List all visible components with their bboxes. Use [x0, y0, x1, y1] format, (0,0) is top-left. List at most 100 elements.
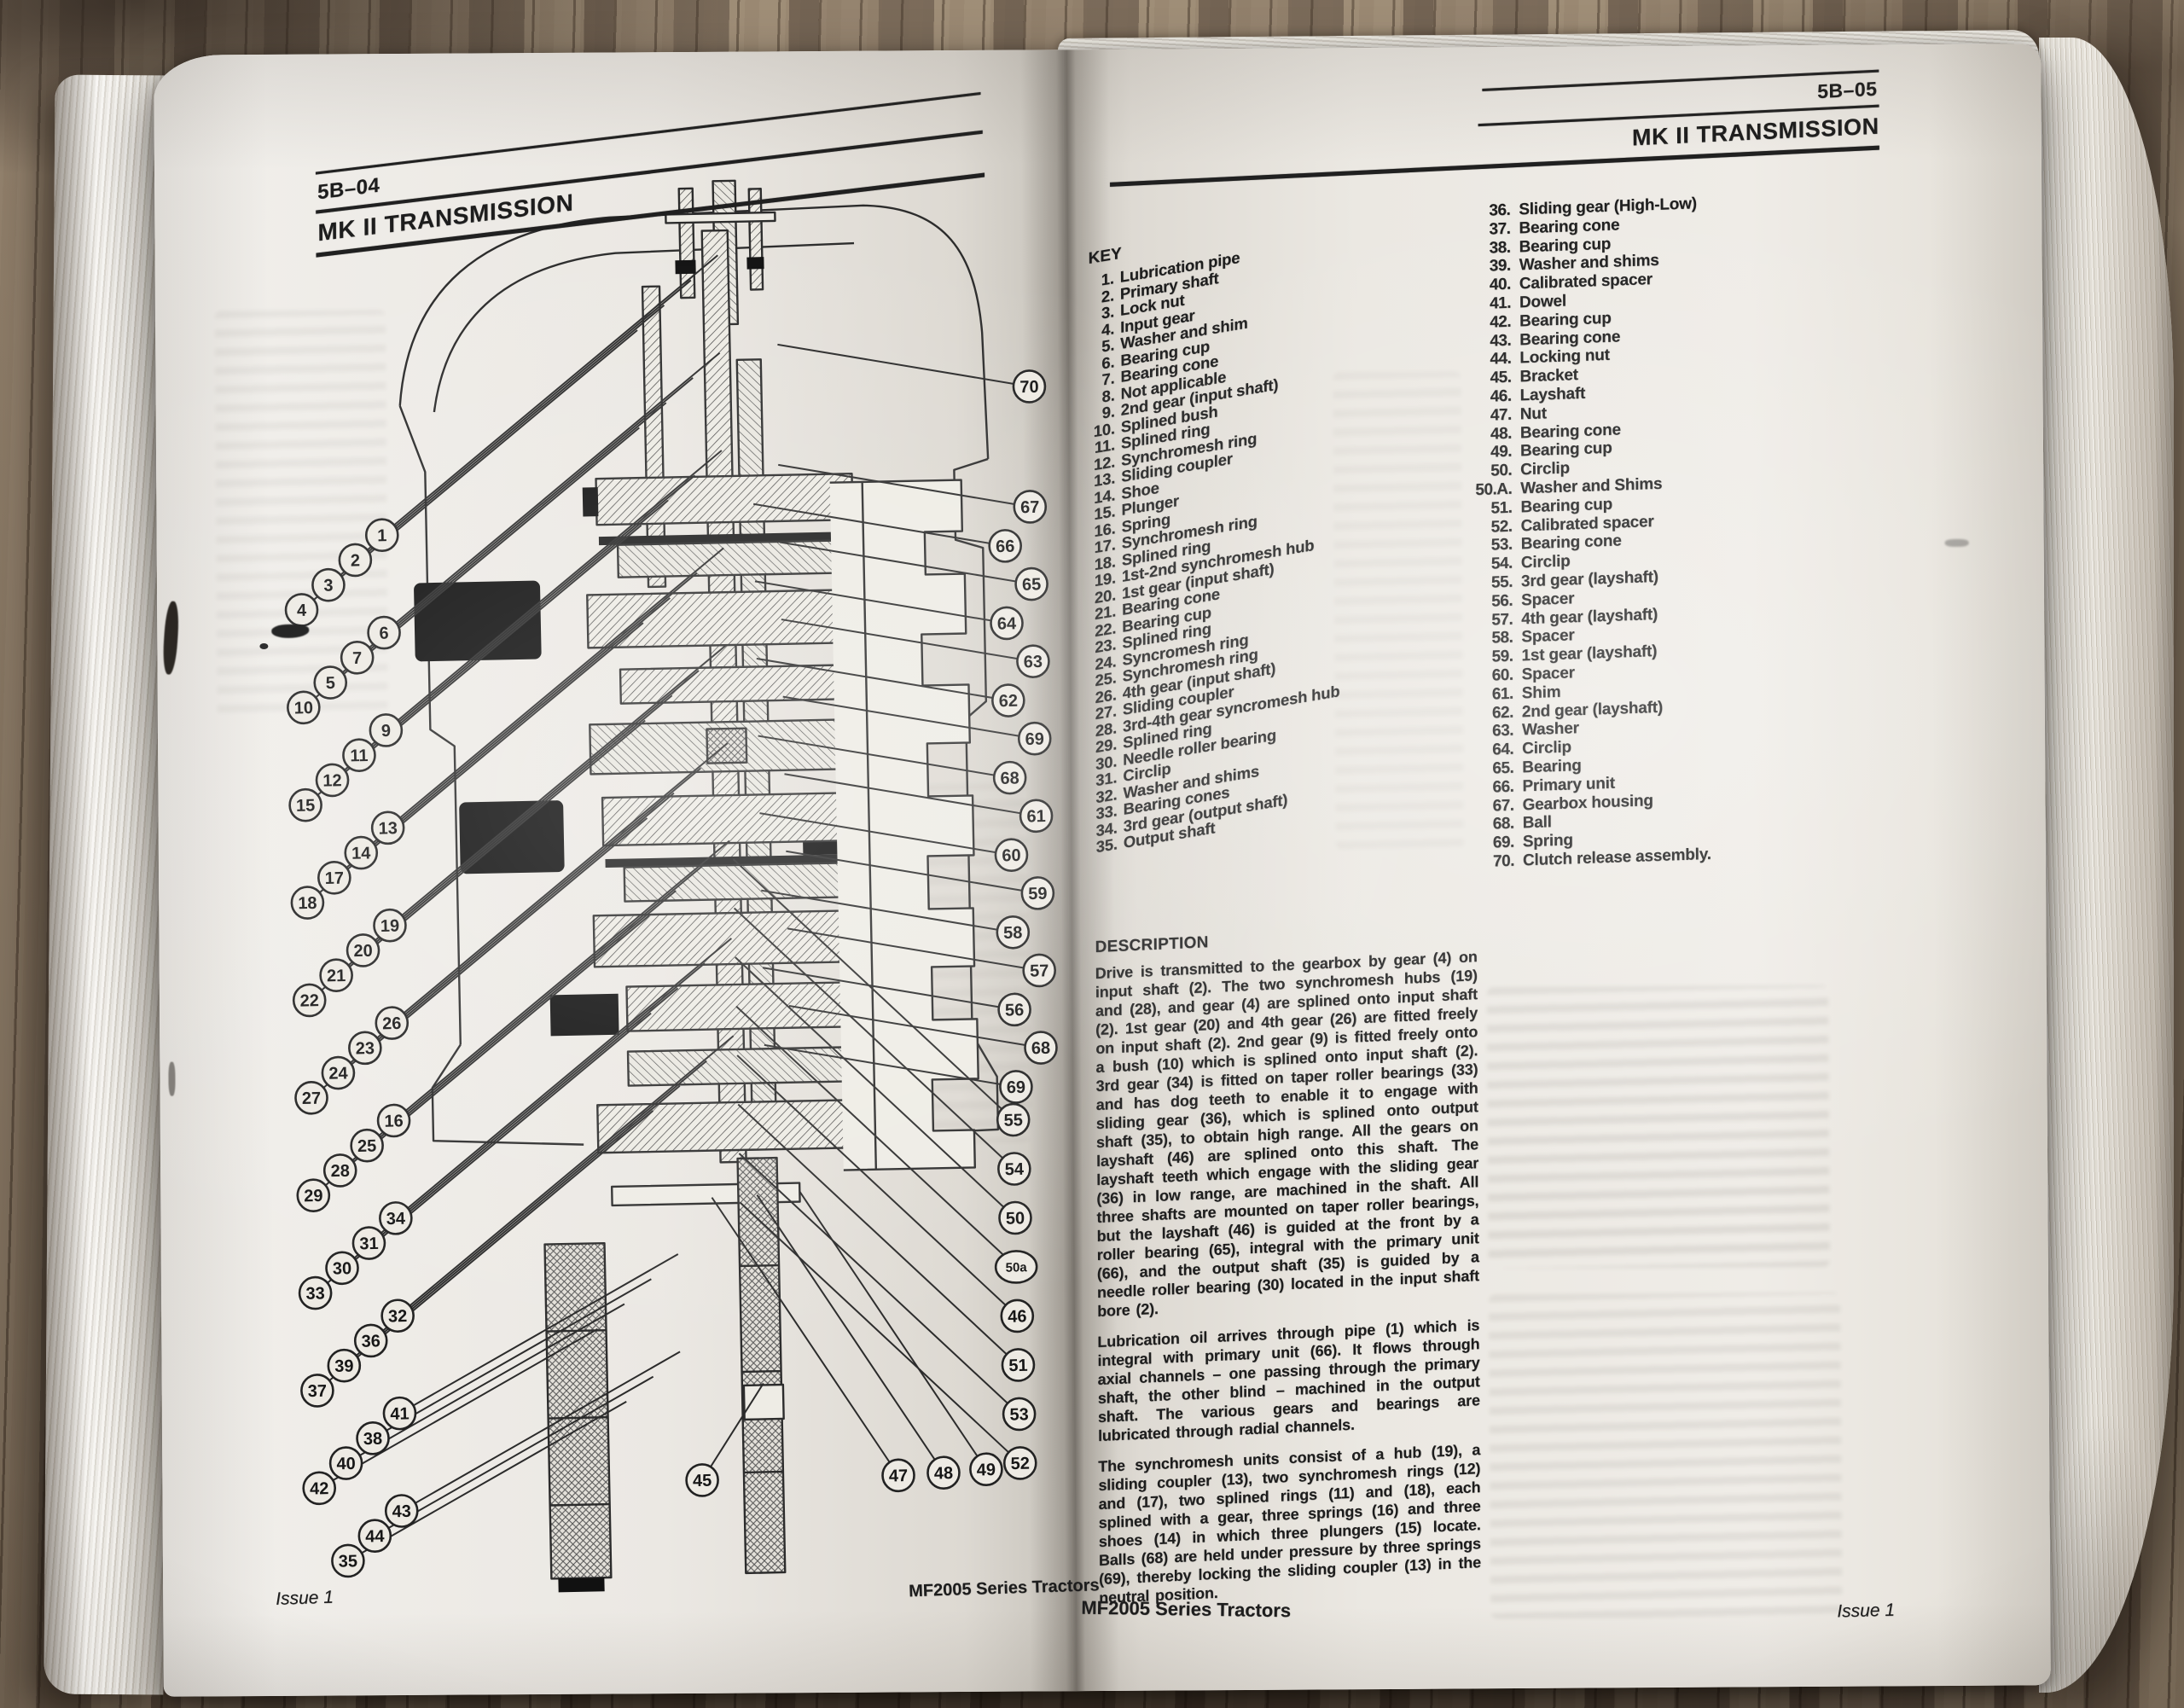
callout-7: 7: [340, 641, 375, 675]
svg-text:9: 9: [381, 722, 392, 741]
svg-text:33: 33: [305, 1284, 325, 1303]
callout-4: 4: [284, 593, 319, 627]
key-item-number: 44.: [1490, 350, 1512, 369]
svg-text:50a: 50a: [1005, 1260, 1027, 1275]
right-page-footer-brand: MF2005 Series Tractors: [1081, 1596, 1292, 1622]
svg-text:26: 26: [382, 1014, 402, 1033]
callout-34: 34: [379, 1201, 413, 1235]
key-item-number: 65.: [1492, 758, 1514, 778]
key-item-number: 56.: [1491, 591, 1513, 611]
svg-text:55: 55: [1003, 1111, 1023, 1130]
callout-60: 60: [994, 838, 1029, 872]
key-item-number: 61.: [1491, 684, 1513, 704]
svg-text:23: 23: [356, 1039, 375, 1058]
callout-53: 53: [1002, 1397, 1037, 1432]
svg-text:11: 11: [350, 747, 369, 765]
svg-text:62: 62: [999, 692, 1019, 711]
key-item-number: 41.: [1489, 293, 1512, 313]
callout-67: 67: [1013, 490, 1048, 524]
svg-text:59: 59: [1028, 885, 1048, 903]
callout-69: 69: [1017, 721, 1052, 756]
key-item-number: 45.: [1490, 368, 1512, 387]
svg-text:24: 24: [328, 1064, 349, 1083]
key-item-number: 40.: [1489, 275, 1511, 294]
open-book-spread: 5B–04 MK II TRANSMISSION: [154, 44, 2051, 1697]
callout-18: 18: [290, 886, 325, 920]
svg-text:57: 57: [1030, 961, 1049, 980]
callout-68: 68: [1024, 1031, 1058, 1065]
callout-52: 52: [1002, 1446, 1037, 1480]
svg-text:70: 70: [1019, 378, 1039, 397]
callout-47: 47: [881, 1458, 915, 1493]
layshaft-gear-train: [829, 479, 979, 1171]
key-item-number: 57.: [1491, 610, 1513, 630]
svg-text:66: 66: [996, 537, 1015, 556]
callout-51: 51: [1001, 1348, 1036, 1382]
key-item-number: 38.: [1489, 238, 1511, 258]
svg-text:14: 14: [351, 844, 372, 863]
svg-text:29: 29: [304, 1187, 323, 1205]
callout-36: 36: [353, 1323, 388, 1358]
book-page-edges-right: [2039, 38, 2174, 1693]
svg-text:3: 3: [323, 577, 334, 595]
input-shaft-gear-stack: [414, 472, 890, 1154]
svg-text:48: 48: [934, 1464, 954, 1483]
svg-text:34: 34: [386, 1210, 407, 1229]
svg-text:19: 19: [380, 917, 400, 936]
callout-number-bubbles: 1234675109111215131417181920212226232427…: [284, 369, 1058, 1578]
callout-49: 49: [969, 1452, 1003, 1487]
callout-40: 40: [328, 1446, 363, 1480]
svg-text:13: 13: [378, 819, 398, 838]
callout-41: 41: [382, 1396, 417, 1431]
callout-23: 23: [348, 1031, 382, 1066]
callout-12: 12: [315, 763, 350, 798]
svg-text:32: 32: [388, 1307, 408, 1326]
svg-text:67: 67: [1020, 498, 1040, 517]
callout-21: 21: [319, 958, 353, 993]
svg-text:50: 50: [1006, 1209, 1025, 1228]
callout-39: 39: [327, 1348, 362, 1383]
callout-2: 2: [338, 543, 373, 578]
key-item-number: 43.: [1490, 331, 1512, 351]
svg-text:39: 39: [334, 1357, 354, 1375]
callout-30: 30: [325, 1251, 359, 1286]
key-item-number: 50.: [1490, 461, 1513, 480]
callout-59: 59: [1020, 876, 1055, 910]
callout-56: 56: [997, 992, 1031, 1027]
svg-text:31: 31: [359, 1235, 379, 1253]
key-item-number: 64.: [1492, 740, 1514, 759]
key-item-number: 62.: [1491, 703, 1513, 723]
description-paragraph: Drive is transmitted to the gearbox by g…: [1095, 948, 1479, 1321]
svg-text:2: 2: [351, 551, 361, 570]
svg-text:25: 25: [357, 1137, 377, 1156]
callout-14: 14: [344, 835, 379, 870]
key-item-number: 53.: [1490, 536, 1513, 555]
svg-text:37: 37: [308, 1382, 328, 1401]
key-item-number: 48.: [1490, 424, 1512, 444]
key-item-number: 63.: [1492, 722, 1514, 741]
svg-text:47: 47: [889, 1467, 909, 1485]
key-item-number: 36.: [1489, 200, 1511, 220]
key-item-number: 69.: [1492, 833, 1514, 852]
callout-20: 20: [346, 933, 380, 967]
callout-11: 11: [342, 738, 376, 773]
svg-text:53: 53: [1009, 1405, 1029, 1424]
svg-text:22: 22: [299, 991, 319, 1010]
key-item-number: 59.: [1491, 647, 1513, 666]
svg-text:52: 52: [1010, 1455, 1030, 1473]
svg-text:51: 51: [1008, 1357, 1028, 1375]
svg-text:42: 42: [310, 1479, 329, 1498]
description-paragraph: The synchromesh units consist of a hub (…: [1098, 1441, 1482, 1607]
callout-61: 61: [1019, 799, 1054, 834]
key-item-number: 37.: [1489, 219, 1511, 239]
key-item-number: 50.A.: [1475, 479, 1513, 500]
svg-text:17: 17: [325, 869, 345, 888]
callout-43: 43: [384, 1494, 419, 1528]
svg-text:46: 46: [1008, 1307, 1027, 1326]
callout-32: 32: [380, 1298, 415, 1333]
callout-29: 29: [296, 1178, 331, 1212]
svg-text:1: 1: [377, 526, 387, 545]
callout-17: 17: [317, 861, 351, 895]
callout-54: 54: [997, 1152, 1031, 1186]
